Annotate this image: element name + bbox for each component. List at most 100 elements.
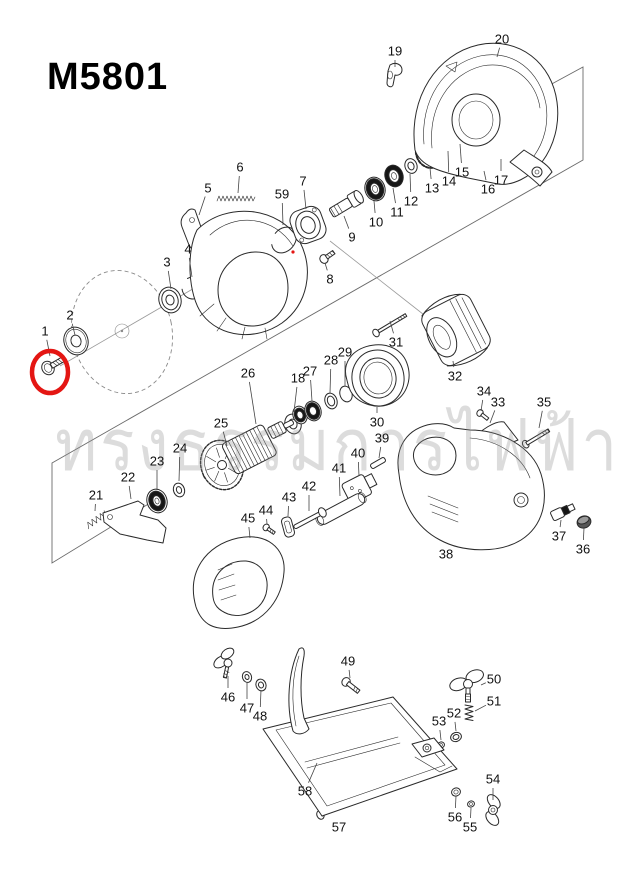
part-label-3[interactable]: 3: [163, 255, 170, 270]
part-label-37[interactable]: 37: [552, 529, 566, 544]
part-label-51[interactable]: 51: [487, 694, 501, 709]
part-leader-1: [46, 339, 51, 357]
part-label-43[interactable]: 43: [282, 490, 296, 505]
part-drawing-23: [146, 488, 168, 514]
part-label-46[interactable]: 46: [221, 690, 235, 705]
part-drawing-56: [451, 787, 461, 797]
part-label-18[interactable]: 18: [291, 371, 305, 386]
part-label-23[interactable]: 23: [150, 454, 164, 469]
part-drawing-25-26: [199, 419, 294, 491]
part-drawing-27: [304, 400, 322, 422]
part-leader-40: [358, 461, 360, 477]
part-label-27[interactable]: 27: [303, 364, 317, 379]
part-label-8[interactable]: 8: [326, 272, 333, 287]
part-leader-59: [281, 202, 284, 226]
part-leader-45: [248, 526, 251, 539]
part-leader-52: [454, 721, 457, 732]
part-label-29[interactable]: 29: [338, 345, 352, 360]
part-drawing-47: [241, 671, 253, 683]
part-label-22[interactable]: 22: [121, 470, 135, 485]
part-label-41[interactable]: 41: [332, 461, 346, 476]
part-label-4[interactable]: 4: [184, 242, 191, 257]
part-leader-35: [538, 410, 543, 429]
part-drawing-52: [450, 731, 462, 743]
part-label-38[interactable]: 38: [439, 547, 453, 562]
part-label-53[interactable]: 53: [432, 714, 446, 729]
part-label-44[interactable]: 44: [259, 503, 273, 518]
part-label-26[interactable]: 26: [241, 366, 255, 381]
part-label-9[interactable]: 9: [348, 230, 355, 245]
part-label-5[interactable]: 5: [204, 181, 211, 196]
part-label-48[interactable]: 48: [253, 709, 267, 724]
page-title: M5801: [47, 56, 168, 98]
part-leader-13: [429, 167, 432, 180]
part-label-35[interactable]: 35: [537, 395, 551, 410]
part-label-20[interactable]: 20: [495, 32, 509, 47]
part-drawing-43: [280, 516, 296, 538]
part-drawing-39: [370, 457, 386, 469]
part-label-16[interactable]: 16: [481, 182, 495, 197]
part-leader-37: [559, 519, 562, 528]
part-leader-6: [237, 175, 240, 194]
part-drawing-6: [216, 195, 256, 202]
part-label-7[interactable]: 7: [299, 174, 306, 189]
highlight-circle: [29, 348, 71, 396]
part-leader-53: [439, 729, 442, 741]
part-label-58[interactable]: 58: [298, 784, 312, 799]
part-leader-5: [198, 196, 206, 216]
part-label-40[interactable]: 40: [351, 446, 365, 461]
part-label-6[interactable]: 6: [236, 160, 243, 175]
part-label-15[interactable]: 15: [455, 165, 469, 180]
part-label-19[interactable]: 19: [388, 44, 402, 59]
part-leader-58: [308, 762, 318, 783]
part-drawing-2: [63, 326, 89, 356]
part-label-21[interactable]: 21: [89, 488, 103, 503]
part-label-33[interactable]: 33: [491, 395, 505, 410]
part-label-52[interactable]: 52: [447, 706, 461, 721]
part-drawing-38: [397, 423, 545, 551]
part-label-49[interactable]: 49: [341, 654, 355, 669]
part-label-14[interactable]: 14: [442, 174, 456, 189]
part-leader-4: [188, 257, 193, 278]
part-leader-20: [496, 47, 500, 58]
part-leader-50: [480, 682, 486, 686]
part-label-59[interactable]: 59: [275, 187, 289, 202]
part-label-57[interactable]: 57: [332, 820, 346, 835]
part-label-28[interactable]: 28: [324, 353, 338, 368]
part-label-30[interactable]: 30: [370, 415, 384, 430]
part-drawing-45: [192, 536, 285, 629]
part-drawing-55: [467, 800, 475, 808]
part-leader-26: [249, 381, 257, 425]
part-label-13[interactable]: 13: [425, 181, 439, 196]
part-label-2[interactable]: 2: [66, 308, 73, 323]
part-label-12[interactable]: 12: [404, 194, 418, 209]
part-label-1[interactable]: 1: [41, 324, 48, 339]
part-label-32[interactable]: 32: [448, 369, 462, 384]
part-label-24[interactable]: 24: [173, 441, 187, 456]
part-label-42[interactable]: 42: [302, 479, 316, 494]
part-leader-55: [470, 807, 472, 819]
part-label-36[interactable]: 36: [576, 542, 590, 557]
part-label-39[interactable]: 39: [375, 431, 389, 446]
part-leader-14: [447, 150, 450, 173]
part-label-34[interactable]: 34: [477, 384, 491, 399]
part-label-47[interactable]: 47: [240, 701, 254, 716]
part-label-56[interactable]: 56: [448, 810, 462, 825]
safety-cover-drawing: [189, 210, 308, 340]
part-drawing-20: [413, 42, 559, 187]
part-drawing-50: [449, 669, 484, 703]
part-label-11[interactable]: 11: [390, 205, 404, 220]
part-label-31[interactable]: 31: [389, 335, 403, 350]
part-label-45[interactable]: 45: [241, 511, 255, 526]
part-leader-49: [348, 669, 351, 679]
part-label-25[interactable]: 25: [214, 416, 228, 431]
part-label-17[interactable]: 17: [494, 173, 508, 188]
part-label-10[interactable]: 10: [369, 215, 383, 230]
part-label-50[interactable]: 50: [487, 672, 501, 687]
part-label-54[interactable]: 54: [486, 772, 500, 787]
part-drawing-12: [404, 158, 418, 174]
part-label-55[interactable]: 55: [463, 820, 477, 835]
part-drawing-8: [319, 249, 336, 264]
part-drawing-7: [289, 205, 327, 245]
